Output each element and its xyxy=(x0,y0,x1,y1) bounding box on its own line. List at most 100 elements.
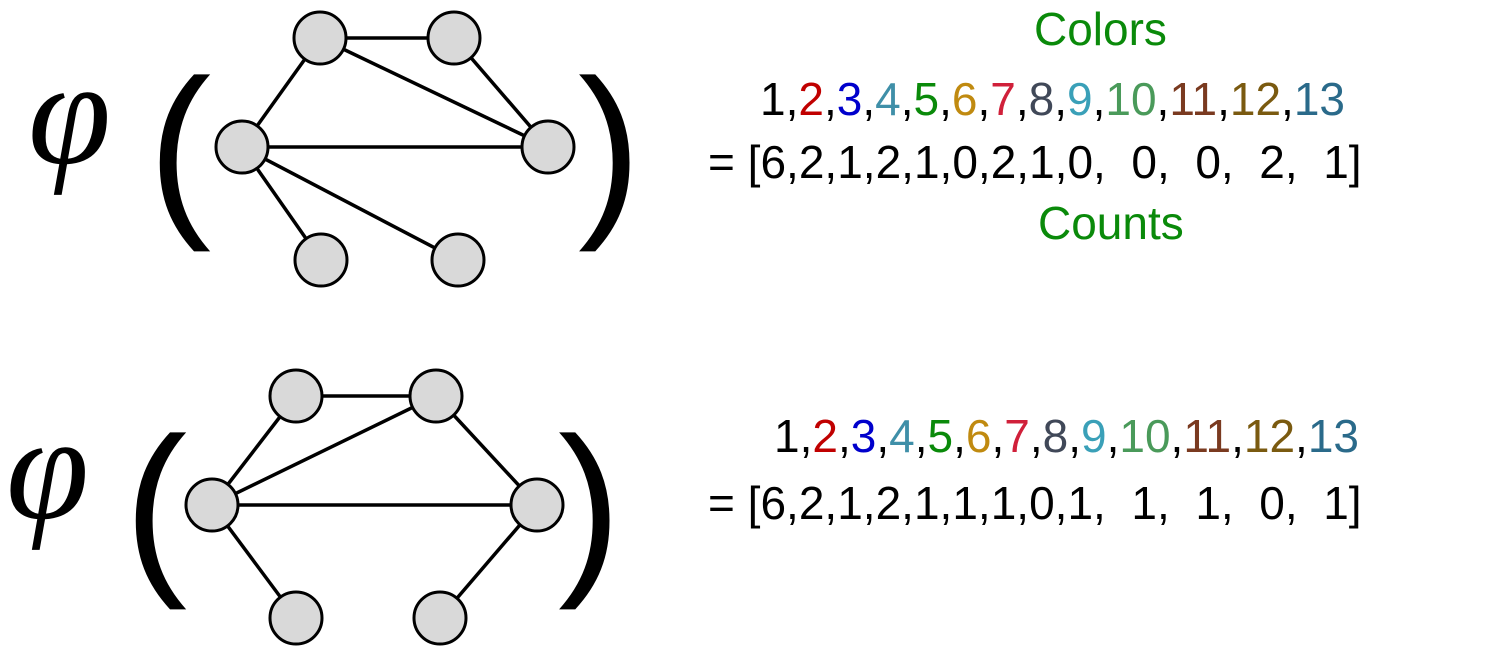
separator: , xyxy=(939,477,953,529)
separator: , xyxy=(1284,136,1324,188)
node xyxy=(214,119,270,175)
counts-row-top: = [6,2,1,2,1,0,2,1,0, 0, 0, 2, 1] xyxy=(708,139,1362,185)
separator: , xyxy=(1015,73,1029,125)
count-value: 1 xyxy=(1029,136,1055,188)
node xyxy=(426,10,482,66)
count-value: 2 xyxy=(990,136,1017,188)
counts-row-bottom: = [6,2,1,2,1,1,1,0,1, 1, 1, 0, 1] xyxy=(708,480,1362,526)
separator: , xyxy=(1054,73,1067,125)
separator: , xyxy=(977,73,991,125)
node xyxy=(509,477,565,533)
counts-suffix: ] xyxy=(1348,136,1362,188)
close-paren-top: ) xyxy=(578,41,642,253)
separator: , xyxy=(876,410,890,462)
counts-suffix: ] xyxy=(1348,477,1362,529)
count-value: 0 xyxy=(952,136,978,188)
count-value: 6 xyxy=(760,136,787,188)
count-value: 1 xyxy=(952,477,978,529)
color-index: 9 xyxy=(1067,73,1093,125)
color-index: 3 xyxy=(850,410,877,462)
separator: , xyxy=(862,477,876,529)
separator: , xyxy=(1156,477,1196,529)
count-value: 1 xyxy=(1067,477,1094,529)
count-value: 1 xyxy=(1131,477,1157,529)
separator: , xyxy=(1281,73,1294,125)
separator: , xyxy=(1093,136,1132,188)
count-value: 1 xyxy=(990,477,1017,529)
color-index: 2 xyxy=(812,410,838,462)
colors-row-top: 1,2,3,4,5,6,7,8,9,10,11,12,13 xyxy=(760,76,1345,122)
separator: , xyxy=(1170,410,1184,462)
separator: , xyxy=(1068,410,1081,462)
separator: , xyxy=(1156,136,1196,188)
color-index: 6 xyxy=(951,73,978,125)
separator: , xyxy=(786,136,799,188)
separator: , xyxy=(901,477,914,529)
separator: , xyxy=(1295,410,1308,462)
separator: , xyxy=(1284,477,1324,529)
separator: , xyxy=(1156,73,1170,125)
count-value: 1 xyxy=(1323,477,1349,529)
color-index: 7 xyxy=(1004,410,1030,462)
separator: , xyxy=(862,73,876,125)
count-value: 0 xyxy=(1029,477,1055,529)
separator: , xyxy=(799,410,813,462)
separator: , xyxy=(977,477,991,529)
count-value: 1 xyxy=(913,477,940,529)
count-value: 1 xyxy=(1195,477,1221,529)
separator: , xyxy=(901,136,914,188)
node xyxy=(292,10,348,66)
separator: , xyxy=(1029,410,1043,462)
color-index: 5 xyxy=(927,410,954,462)
separator: , xyxy=(1092,73,1106,125)
color-index: 1 xyxy=(774,410,800,462)
separator: , xyxy=(824,477,838,529)
node xyxy=(430,232,486,288)
count-value: 0 xyxy=(1067,136,1094,188)
close-paren-bottom: ) xyxy=(558,399,622,611)
color-index: 12 xyxy=(1243,410,1296,462)
node xyxy=(293,232,349,288)
separator: , xyxy=(1054,136,1068,188)
color-index: 6 xyxy=(965,410,992,462)
color-index: 13 xyxy=(1293,73,1345,125)
separator: , xyxy=(1220,477,1260,529)
count-value: 2 xyxy=(798,477,825,529)
color-index: 1 xyxy=(760,73,786,125)
color-index: 8 xyxy=(1028,73,1055,125)
separator: , xyxy=(1016,477,1030,529)
separator: , xyxy=(991,410,1005,462)
node xyxy=(184,477,240,533)
graph-bottom xyxy=(184,368,565,646)
separator: , xyxy=(824,136,838,188)
counts-label: Counts xyxy=(1038,197,1184,249)
count-value: 1 xyxy=(1323,136,1349,188)
count-value: 2 xyxy=(1259,136,1285,188)
open-paren-top: ( xyxy=(148,41,212,253)
color-index: 12 xyxy=(1229,73,1282,125)
colors-row-bottom: 1,2,3,4,5,6,7,8,9,10,11,12,13 xyxy=(774,413,1359,459)
separator: , xyxy=(1220,136,1260,188)
separator: , xyxy=(977,136,991,188)
count-value: 1 xyxy=(837,136,863,188)
separator: , xyxy=(785,73,799,125)
color-index: 11 xyxy=(1169,73,1218,125)
phi-symbol-bottom: φ xyxy=(6,385,89,551)
separator: , xyxy=(786,477,799,529)
color-index: 10 xyxy=(1105,73,1157,125)
count-value: 1 xyxy=(913,136,940,188)
color-index: 7 xyxy=(990,73,1016,125)
count-value: 0 xyxy=(1131,136,1157,188)
node xyxy=(412,590,468,646)
count-value: 0 xyxy=(1195,136,1221,188)
separator: , xyxy=(939,73,952,125)
node xyxy=(408,368,464,424)
count-value: 2 xyxy=(875,136,902,188)
separator: , xyxy=(1106,410,1120,462)
count-value: 2 xyxy=(798,136,825,188)
count-value: 1 xyxy=(837,477,863,529)
separator: , xyxy=(862,136,876,188)
color-index: 3 xyxy=(836,73,863,125)
color-index: 4 xyxy=(875,73,901,125)
color-index: 2 xyxy=(798,73,824,125)
